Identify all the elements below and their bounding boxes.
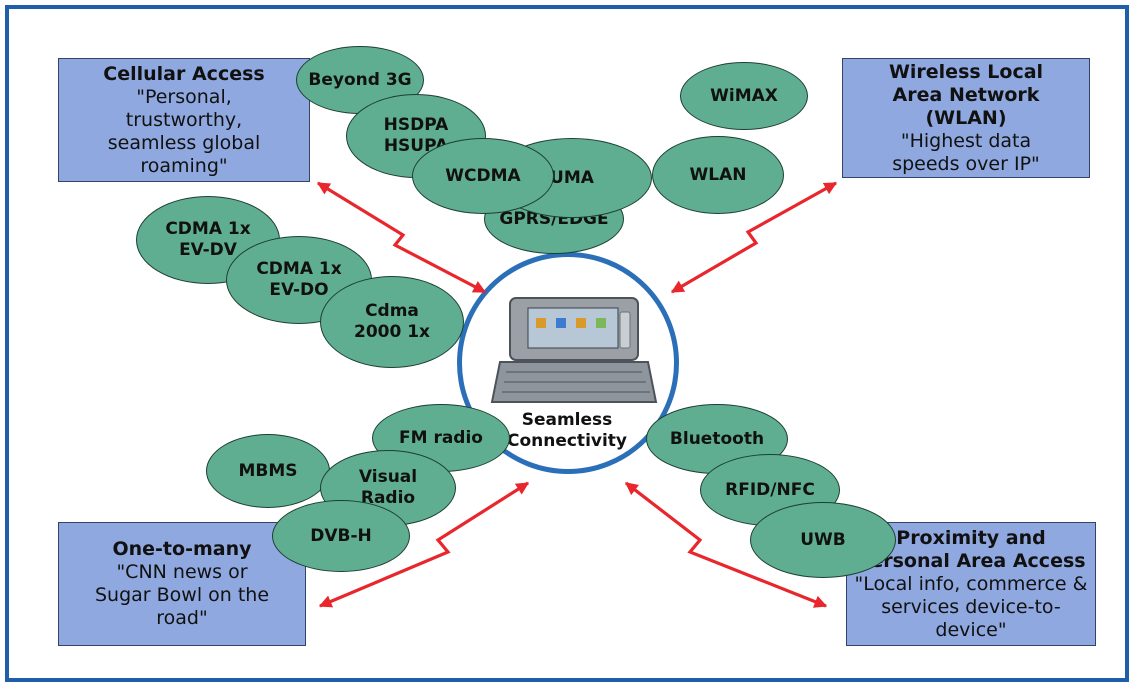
diagram-frame <box>5 5 1129 682</box>
communicator-device-icon <box>490 297 658 403</box>
cellular-access-subtitle: "Personal, trustworthy, seamless global … <box>107 85 261 177</box>
uwb-oval: UWB <box>750 502 896 578</box>
wlan-box: Wireless Local Area Network (WLAN) "High… <box>842 58 1090 178</box>
cellular-access-box: Cellular Access "Personal, trustworthy, … <box>58 58 310 182</box>
wlan-oval: WLAN <box>652 136 784 214</box>
wcdma-oval: WCDMA <box>412 138 554 214</box>
cdma-2000-1x-oval: Cdma 2000 1x <box>320 276 464 368</box>
wlan-title: Wireless Local Area Network (WLAN) <box>888 60 1044 129</box>
arrow-proximity <box>624 481 828 608</box>
arrow-wlan <box>670 181 838 294</box>
wimax-oval: WiMAX <box>680 62 808 130</box>
proximity-subtitle: "Local info, commerce & services device-… <box>854 572 1088 641</box>
arrow-cellular <box>316 181 487 294</box>
one-to-many-subtitle: "CNN news or Sugar Bowl on the road" <box>94 561 270 629</box>
proximity-title: Proximity and Personal Area Access <box>856 526 1086 572</box>
arrow-one-to-many <box>318 481 530 608</box>
seamless-connectivity-label: Seamless Connectivity <box>506 410 628 451</box>
one-to-many-title: One-to-many <box>112 538 252 560</box>
cellular-access-title: Cellular Access <box>103 62 265 85</box>
one-to-many-box: One-to-many "CNN news or Sugar Bowl on t… <box>58 522 306 646</box>
dvb-h-oval: DVB-H <box>272 500 410 572</box>
mbms-oval: MBMS <box>206 434 330 508</box>
wlan-subtitle: "Highest data speeds over IP" <box>892 129 1040 175</box>
